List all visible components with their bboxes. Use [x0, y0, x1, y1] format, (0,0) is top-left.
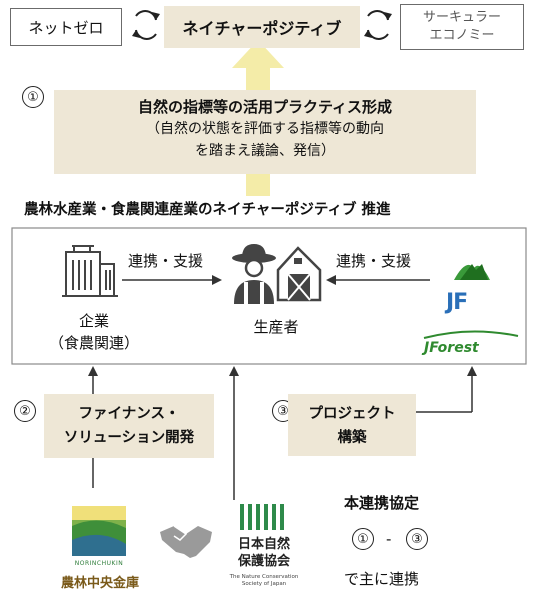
step3-line2: 構築: [337, 430, 367, 446]
circular-economy-line2: エコノミー: [429, 28, 495, 43]
agreement-title: 本連携協定: [344, 494, 420, 512]
actors-frame: [11, 227, 527, 365]
nacsj-logo-mark: [240, 504, 284, 530]
company-line1: 企業: [78, 312, 109, 330]
farmer-barn-icon: [232, 244, 322, 304]
step1-number: ①: [22, 86, 44, 108]
company-label: 企業 （食農関連）: [20, 310, 168, 354]
arrow-company-to-producer: [122, 275, 222, 285]
cycle-icon-left: [132, 10, 160, 40]
net-zero-box: ネットゼロ: [10, 8, 122, 46]
ja-logo-label: JA: [452, 256, 453, 257]
section-heading: 農林水産業・食農関連産業のネイチャーポジティブ 推進: [24, 202, 391, 218]
nacsj-en-line2: Society of Japan: [241, 581, 287, 587]
link-left-label: 連携・支援: [128, 252, 204, 270]
step3-box: プロジェクト 構築: [288, 394, 416, 456]
step2-line1: ファイナンス・: [78, 406, 180, 422]
step1-sub-line2: を踏まえ議論、発信）: [195, 143, 335, 159]
step2-number: ②: [14, 400, 36, 422]
nacsj-english: The Nature Conservation Society of Japan: [224, 574, 304, 588]
range-dash: -: [386, 530, 392, 548]
norinchukin-name: 農林中央金庫: [60, 576, 139, 591]
range-start-number: ①: [352, 528, 374, 550]
step3-line1: プロジェクト: [308, 406, 396, 422]
step1-sub-line1: （自然の状態を評価する指標等の動向: [146, 121, 384, 137]
agreement-tail: で主に連携: [344, 570, 420, 588]
arrow-project-to-groups: [416, 366, 477, 413]
nacsj-line2: 保護協会: [237, 554, 290, 569]
norinchukin-logo-mark: [72, 506, 126, 556]
nature-positive-label: ネイチャーポジティブ: [182, 19, 342, 38]
nacsj-en-line1: The Nature Conservation: [229, 574, 299, 580]
step1-box: 自然の指標等の活用プラクティス形成 （自然の状態を評価する指標等の動向 を踏まえ…: [54, 90, 476, 174]
jforest-swoosh: [423, 330, 519, 339]
nacsj-line1: 日本自然: [237, 537, 290, 552]
producer-label: 生産者: [253, 318, 299, 336]
range-end-number: ③: [406, 528, 428, 550]
jforest-logo: JForest: [424, 340, 479, 356]
company-line2: （食農関連）: [48, 334, 139, 352]
cycle-icon-right: [364, 10, 392, 40]
arrow-nacsj-to-producer: [229, 366, 239, 500]
step2-line2: ソリューション開発: [63, 430, 195, 446]
building-icon: [62, 245, 118, 297]
circular-economy-box: サーキュラー エコノミー: [400, 4, 524, 50]
jf-logo: JF: [446, 290, 468, 315]
circular-economy-line1: サーキュラー: [422, 10, 501, 25]
nacsj-name: 日本自然 保護協会: [228, 536, 300, 570]
link-right-label: 連携・支援: [336, 252, 412, 270]
arrow-groups-to-producer: [326, 275, 430, 285]
handshake-icon: [160, 525, 212, 558]
step2-box: ファイナンス・ ソリューション開発: [44, 394, 214, 458]
nature-positive-box: ネイチャーポジティブ: [164, 6, 360, 48]
ja-logo: [454, 264, 490, 280]
norinchukin-top-text: NORINCHUKIN: [74, 560, 124, 567]
step1-title: 自然の指標等の活用プラクティス形成: [137, 98, 393, 116]
net-zero-label: ネットゼロ: [28, 18, 104, 37]
